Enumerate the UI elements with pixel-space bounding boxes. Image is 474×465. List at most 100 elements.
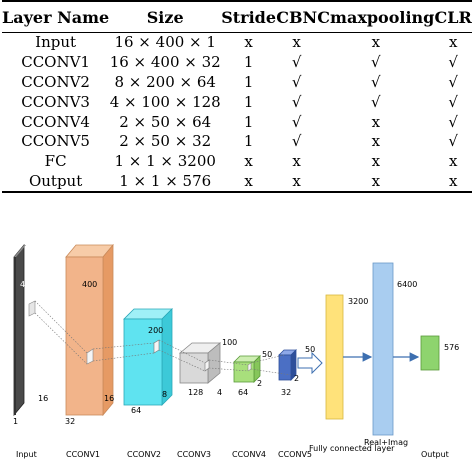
cconv2-height-label: 200 xyxy=(148,326,163,335)
input-block: 400 16 1 xyxy=(13,243,48,426)
input-width-label: 16 xyxy=(38,394,48,403)
cell-cbn: √ xyxy=(291,72,302,91)
header-layer-name: Layer Name xyxy=(2,7,110,27)
label-cconv1: CCONV1 xyxy=(66,450,100,459)
projection-cconv2-cconv3 xyxy=(158,339,206,372)
cell-stride: 1 xyxy=(243,53,254,72)
cconv2-width-label: 8 xyxy=(162,390,167,399)
output-size-label: 576 xyxy=(444,343,459,352)
header-size: Size xyxy=(146,7,184,27)
cconv1-width-label: 16 xyxy=(104,394,114,403)
input-depth-label: 1 xyxy=(13,417,18,426)
header-clr: CLR xyxy=(434,7,472,27)
flatten-dim-label: 50 xyxy=(305,345,315,354)
table-row: Output 1 × 1 × 576 x x x x xyxy=(2,172,472,193)
cconv1-depth-label: 32 xyxy=(65,417,75,426)
cell-stride: x xyxy=(244,152,253,171)
output-layer: 576 xyxy=(420,335,459,371)
layer-table: Layer Name Size Stride CBN Cmaxpooling C… xyxy=(2,0,472,193)
cell-clr: √ xyxy=(448,92,458,111)
cell-layer: Output xyxy=(28,171,83,190)
cell-cbn: √ xyxy=(291,53,302,72)
table-row: Input 16 × 400 × 1 x x x x xyxy=(2,32,472,53)
cell-clr: √ xyxy=(448,72,458,91)
cell-layer: CCONV1 xyxy=(21,53,90,72)
cell-size: 4 × 100 × 128 xyxy=(109,92,221,111)
flatten-arrow: 50 xyxy=(297,345,323,375)
header-stride: Stride xyxy=(221,7,277,27)
cell-cmaxpooling: √ xyxy=(371,72,381,91)
cell-cbn: √ xyxy=(291,92,302,111)
cell-cmaxpooling: x xyxy=(371,132,381,151)
projection-cconv3-cconv4 xyxy=(208,359,249,372)
header-cmaxpooling: Cmaxpooling xyxy=(317,7,435,27)
cconv1-block: 400 16 32 xyxy=(65,243,114,426)
fc1-size-label: 3200 xyxy=(348,297,368,306)
cconv3-width-label: 4 xyxy=(217,388,222,397)
cell-size: 2 × 50 × 32 xyxy=(119,132,212,151)
cell-stride: x xyxy=(244,171,253,190)
cell-size: 1 × 1 × 3200 xyxy=(114,152,216,171)
label-real-imag: Real+Imag xyxy=(364,438,408,447)
cell-cmaxpooling: x xyxy=(371,33,381,52)
cell-clr: x xyxy=(448,171,458,190)
label-cconv2: CCONV2 xyxy=(127,450,161,459)
cell-cmaxpooling: √ xyxy=(371,53,381,72)
cell-stride: 1 xyxy=(243,92,254,111)
cell-stride: 1 xyxy=(243,132,254,151)
cell-layer: CCONV4 xyxy=(21,112,90,131)
cell-layer: CCONV5 xyxy=(21,132,90,151)
table-header-row: Layer Name Size Stride CBN Cmaxpooling C… xyxy=(2,1,472,33)
cell-layer: Input xyxy=(35,33,77,52)
table-row: CCONV5 2 × 50 × 32 1 √ x √ xyxy=(2,132,472,152)
fc-layer-2: 6400 xyxy=(372,262,417,436)
input-kernel xyxy=(28,300,36,317)
cconv4-depth-label: 64 xyxy=(238,388,248,397)
table-row: CCONV3 4 × 100 × 128 1 √ √ √ xyxy=(2,92,472,112)
cconv2-block: 200 8 64 xyxy=(123,308,173,415)
architecture-svg: 400 16 1 400 16 32 200 8 64 100 4 xyxy=(13,243,459,459)
cell-cbn: x xyxy=(292,33,301,52)
cell-cbn: x xyxy=(292,171,301,190)
cell-clr: √ xyxy=(448,132,458,151)
cell-size: 8 × 200 × 64 xyxy=(114,72,216,91)
cell-cbn: x xyxy=(292,152,301,171)
input-height-label: 400 xyxy=(20,280,35,289)
cell-size: 1 × 1 × 576 xyxy=(119,171,212,190)
table-row: CCONV1 16 × 400 × 32 1 √ √ √ xyxy=(2,53,472,73)
cell-stride: x xyxy=(244,33,253,52)
cell-clr: x xyxy=(448,152,458,171)
cell-cmaxpooling: x xyxy=(371,152,381,171)
fc2-size-label: 6400 xyxy=(397,280,417,289)
cell-stride: 1 xyxy=(243,72,254,91)
cell-cbn: √ xyxy=(291,112,302,131)
cconv4-width-label: 2 xyxy=(257,379,262,388)
cell-clr: √ xyxy=(448,112,458,131)
cconv4-height-label: 50 xyxy=(262,350,272,359)
projection-cconv4-cconv5 xyxy=(250,354,292,376)
cell-layer: FC xyxy=(44,152,67,171)
cell-cmaxpooling: x xyxy=(371,112,381,131)
label-cconv4: CCONV4 xyxy=(232,450,266,459)
cconv5-depth-label: 32 xyxy=(281,388,291,397)
table-row: FC 1 × 1 × 3200 x x x x xyxy=(2,152,472,172)
table-row: CCONV2 8 × 200 × 64 1 √ √ √ xyxy=(2,73,472,93)
header-cbn: CBN xyxy=(276,7,318,27)
architecture-diagram: 400 16 1 400 16 32 200 8 64 100 4 xyxy=(0,205,474,460)
table-row: CCONV4 2 × 50 × 64 1 √ x √ xyxy=(2,112,472,132)
cell-layer: CCONV3 xyxy=(21,92,90,111)
cconv3-height-label: 100 xyxy=(222,338,237,347)
label-cconv5: CCONV5 xyxy=(278,450,312,459)
cell-layer: CCONV2 xyxy=(21,72,90,91)
label-output: Output xyxy=(421,450,449,459)
cell-clr: x xyxy=(448,33,458,52)
cconv5-width-label: 2 xyxy=(294,374,299,383)
layer-table-container: Layer Name Size Stride CBN Cmaxpooling C… xyxy=(0,0,474,205)
cell-size: 16 × 400 × 1 xyxy=(114,33,216,52)
cell-cmaxpooling: √ xyxy=(371,92,381,111)
projection-input-cconv1 xyxy=(34,300,88,365)
label-input: Input xyxy=(16,450,37,459)
cell-stride: 1 xyxy=(243,112,254,131)
cconv1-height-label: 400 xyxy=(82,280,97,289)
projection-cconv1-cconv2 xyxy=(92,342,155,362)
